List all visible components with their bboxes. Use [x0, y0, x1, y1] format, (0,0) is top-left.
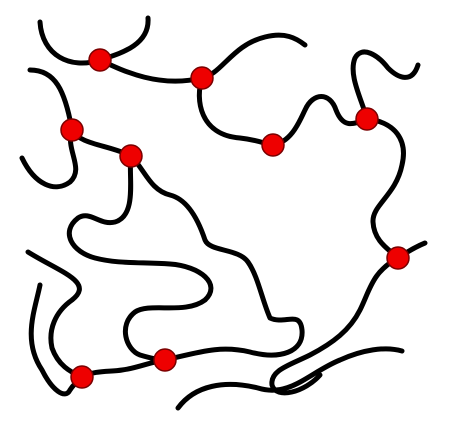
polymer-chain-6 [269, 255, 401, 396]
crosslink-point-1 [88, 48, 112, 72]
polymer-chain-3 [196, 75, 370, 148]
polymer-chain-12 [175, 346, 405, 411]
crosslink-point-3 [60, 118, 84, 142]
crosslink-point-7 [386, 246, 410, 270]
crosslink-points [60, 48, 410, 389]
crosslink-point-2 [190, 66, 214, 90]
polymer-chain-9 [66, 153, 214, 363]
polymer-chain-7 [27, 67, 305, 363]
crosslink-point-4 [119, 144, 143, 168]
polymer-chain-8 [19, 127, 79, 190]
polymer-chain-10 [25, 249, 85, 380]
crosslink-point-9 [70, 365, 94, 389]
crosslink-point-5 [261, 133, 285, 157]
crosslink-point-8 [153, 348, 177, 372]
polymer-chain-4 [350, 49, 421, 122]
crosslink-point-6 [355, 107, 379, 131]
polymer-chain-5 [364, 116, 428, 261]
polymer-chains [19, 15, 428, 411]
polymer-chain-2 [97, 32, 308, 84]
